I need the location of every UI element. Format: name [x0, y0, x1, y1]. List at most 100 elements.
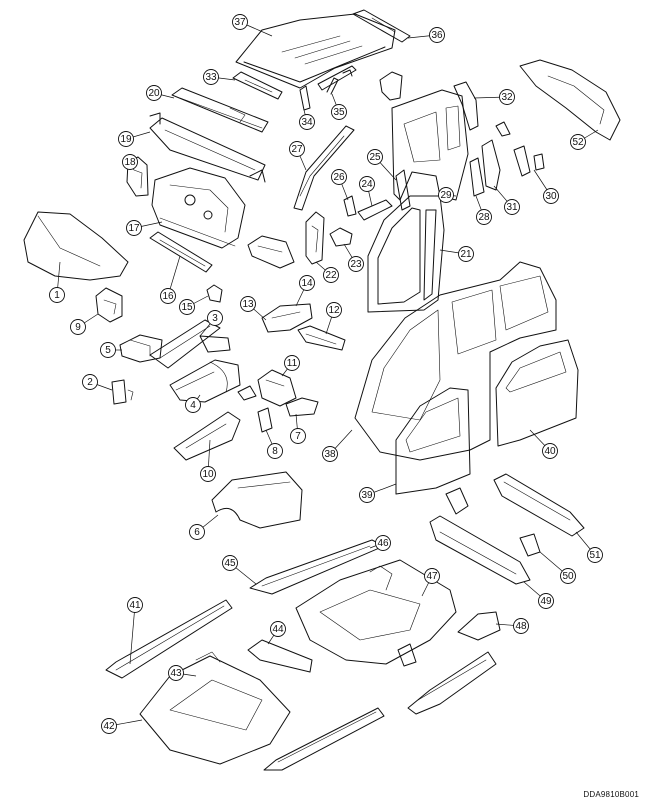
rear-pillar-part	[453, 81, 479, 131]
callout-circle	[367, 149, 383, 165]
side-sill-part	[263, 707, 385, 771]
callout-49: 49	[538, 593, 554, 609]
callout-33: 33	[203, 69, 219, 85]
callout-circle	[70, 319, 86, 335]
callout-30: 30	[543, 188, 559, 204]
callout-number: 18	[124, 157, 136, 168]
rear-header-part	[379, 71, 403, 101]
apron-bracket-part	[285, 397, 319, 417]
callout-35: 35	[331, 104, 347, 120]
roof-rear-rail-part	[352, 9, 411, 43]
front-door-part	[395, 387, 471, 495]
callout-number: 20	[148, 88, 160, 99]
callout-number: 11	[287, 358, 298, 369]
callout-6: 6	[189, 524, 205, 540]
callout-8: 8	[267, 443, 283, 459]
hinge-pillar-part	[305, 211, 325, 265]
callout-circle	[240, 296, 256, 312]
callout-number: 5	[105, 345, 111, 356]
callout-48: 48	[513, 618, 529, 634]
body-side-inner-part	[391, 89, 469, 201]
hinge-bracket-part	[95, 287, 123, 323]
callout-43: 43	[168, 665, 184, 681]
quarter-reinforcement-part	[469, 157, 485, 197]
callout-circle	[232, 14, 248, 30]
callout-2: 2	[82, 374, 98, 390]
callout-circle	[168, 665, 184, 681]
callout-17: 17	[126, 220, 142, 236]
callout-23: 23	[348, 256, 364, 272]
callout-circle	[322, 446, 338, 462]
front-side-member-part	[149, 319, 231, 369]
cowl-upper-part	[171, 87, 269, 133]
callout-number: 30	[545, 191, 557, 202]
roof-bow-part	[299, 65, 357, 111]
callout-number: 35	[333, 107, 345, 118]
callout-27: 27	[289, 141, 305, 157]
front-header-rail-part	[232, 71, 283, 100]
cowl-lower-part	[149, 112, 266, 183]
callout-circle	[118, 131, 134, 147]
callout-circle	[100, 342, 116, 358]
floor-tunnel-part	[247, 639, 313, 673]
callout-circle	[458, 246, 474, 262]
callout-circle	[538, 593, 554, 609]
callout-14: 14	[299, 275, 315, 291]
callout-number: 44	[272, 624, 284, 635]
callout-circle	[270, 621, 286, 637]
callout-number: 42	[103, 721, 115, 732]
callout-46: 46	[375, 535, 391, 551]
floor-crossmember-part	[249, 539, 385, 595]
callout-circle	[203, 69, 219, 85]
gusset-part	[343, 195, 357, 217]
leader-line-41	[129, 604, 136, 665]
callout-circle	[189, 524, 205, 540]
callout-44: 44	[270, 621, 286, 637]
front-side-member-front	[119, 334, 163, 363]
callout-circle	[542, 443, 558, 459]
callout-13: 13	[240, 296, 256, 312]
callout-number: 21	[460, 249, 472, 260]
body-side-outer-part	[367, 195, 445, 313]
callout-circle	[185, 397, 201, 413]
rear-door-part	[495, 339, 579, 447]
rear-frame-part	[397, 643, 497, 715]
rear-side-member-part	[457, 611, 501, 641]
callout-circle	[299, 275, 315, 291]
callout-number: 39	[361, 490, 373, 501]
callout-1: 1	[49, 287, 65, 303]
callout-circle	[375, 535, 391, 551]
center-pillar-inner-part	[395, 169, 411, 211]
front-apron-reinforcement	[173, 411, 241, 461]
callout-21: 21	[458, 246, 474, 262]
callout-number: 23	[350, 259, 362, 270]
main-floor-pan-part	[295, 559, 457, 665]
callout-circle	[429, 27, 445, 43]
callout-number: 38	[324, 449, 336, 460]
callout-circle	[207, 310, 223, 326]
callout-25: 25	[367, 149, 383, 165]
callout-number: 8	[272, 446, 278, 457]
callout-circle	[299, 114, 315, 130]
front-wheel-housing-part	[169, 359, 241, 403]
callout-circle	[513, 618, 529, 634]
callout-number: 45	[224, 558, 236, 569]
callout-labels: 1234567891011121314151617181920212223242…	[49, 14, 603, 734]
callout-number: 27	[291, 144, 303, 155]
front-floor-side-part	[105, 599, 233, 679]
hood-part	[23, 211, 129, 281]
callout-40: 40	[542, 443, 558, 459]
callout-circle	[570, 134, 586, 150]
callout-9: 9	[70, 319, 86, 335]
callout-number: 40	[544, 446, 556, 457]
body-side-panel-large	[354, 261, 557, 461]
callout-number: 22	[325, 270, 337, 281]
rear-floor-side-part	[493, 473, 585, 537]
rear-bracket-part	[495, 121, 545, 177]
callout-36: 36	[429, 27, 445, 43]
callout-number: 2	[87, 377, 93, 388]
pillar-reinforcement-part	[329, 227, 353, 247]
callout-number: 32	[501, 92, 513, 103]
callout-42: 42	[101, 718, 117, 734]
